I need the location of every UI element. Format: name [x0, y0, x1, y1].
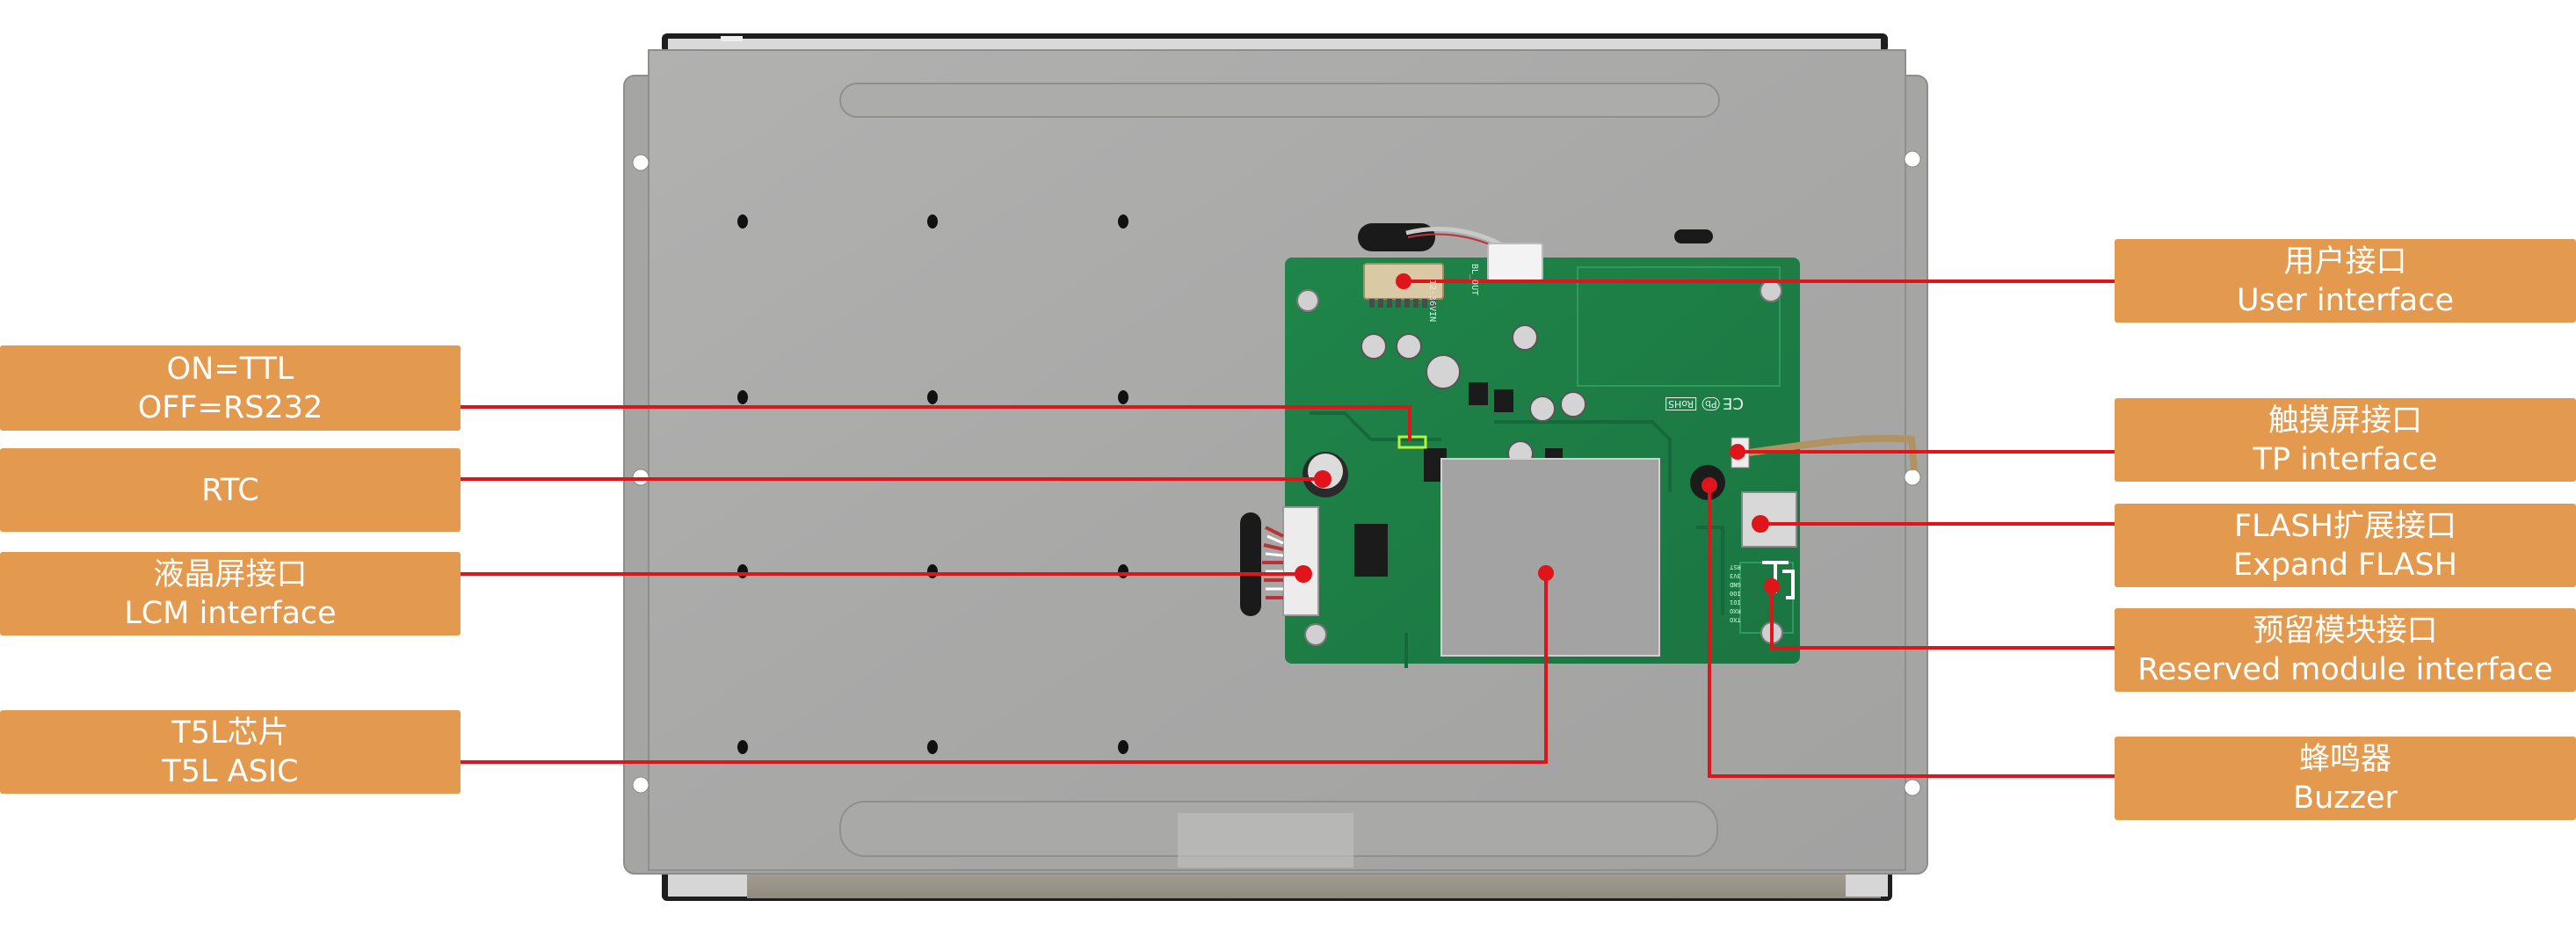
flash-sd-socket	[1741, 491, 1797, 548]
callout-line-2: LCM interface	[124, 595, 337, 631]
top-rib	[839, 83, 1720, 118]
callout-line-1: 用户接口	[2283, 243, 2407, 280]
callout-line-1: 蜂鸣器	[2298, 741, 2391, 777]
callout-line-2: Reserved module interface	[2137, 651, 2553, 687]
silk-backlight-out: BL_OUT	[1469, 264, 1479, 296]
callout-t5l-asic: T5L芯片 T5L ASIC	[0, 710, 461, 794]
callout-line-1: ON=TTL	[166, 351, 294, 387]
callout-line-1: 预留模块接口	[2253, 613, 2438, 649]
callout-lcm-interface: 液晶屏接口 LCM interface	[0, 552, 461, 635]
leader-buzzer	[1708, 485, 2115, 778]
callout-line-1: 触摸屏接口	[2268, 403, 2422, 439]
leader-ttl	[461, 405, 1411, 441]
callout-line-1: 液晶屏接口	[153, 556, 308, 592]
lcd-frame-top	[662, 33, 1888, 53]
leader-lines	[461, 280, 2115, 778]
pin-label: GND	[1730, 581, 1741, 588]
silk-ce: CE	[1723, 394, 1744, 412]
silk-power-in: 12-36VIN	[1427, 280, 1437, 323]
callout-line-2: Buzzer	[2293, 780, 2398, 816]
pin-label: IO1	[1730, 599, 1741, 606]
pin-label: TXO	[1730, 616, 1741, 623]
callout-line-2: TP interface	[2253, 441, 2438, 477]
callout-tp-interface: 触摸屏接口 TP interface	[2115, 398, 2576, 482]
callout-line-1: T5L芯片	[171, 715, 289, 751]
callout-line-2: T5L ASIC	[162, 753, 299, 789]
callout-buzzer: 蜂鸣器 Buzzer	[2115, 737, 2576, 820]
silk-rohs: RoHS	[1665, 397, 1697, 410]
pin-label: IO0	[1730, 590, 1741, 597]
cable-slot-top	[1358, 223, 1435, 251]
ic-components	[1354, 382, 1563, 577]
pin-label: RXO	[1730, 607, 1741, 614]
pin-label: 3V3	[1730, 572, 1741, 579]
cable-slot-left	[1240, 512, 1261, 616]
pin-label: RST	[1730, 563, 1741, 570]
lcm-connector	[1262, 506, 1319, 616]
ttl-switch-highlight	[1397, 435, 1427, 449]
callout-line-2: OFF=RS232	[137, 389, 323, 425]
callout-line-2: User interface	[2237, 282, 2454, 318]
leader-t5l	[461, 573, 1548, 764]
leader-dots	[1295, 273, 1780, 594]
callout-line-2: Expand FLASH	[2233, 547, 2457, 583]
callout-line-1: FLASH扩展接口	[2234, 508, 2456, 544]
callout-rtc: RTC	[0, 448, 461, 532]
worn-label-patch	[1178, 813, 1353, 868]
silk-pb: Pb	[1702, 397, 1720, 410]
vent-slot-top-right	[1674, 229, 1713, 243]
callout-ttl-rs232: ON=TTL OFF=RS232	[0, 345, 461, 431]
t5l-chip-shield	[1440, 458, 1660, 657]
callout-flash-expand: FLASH扩展接口 Expand FLASH	[2115, 504, 2576, 587]
callout-reserved-module: 预留模块接口 Reserved module interface	[2115, 608, 2576, 692]
callout-line-2: RTC	[201, 472, 259, 508]
silk-module-pins: TXO RXO IO1 IO0 GND 3V3 RST	[1730, 563, 1741, 624]
callout-user-interface: 用户接口 User interface	[2115, 239, 2576, 323]
leader-reserved	[1770, 586, 2115, 650]
